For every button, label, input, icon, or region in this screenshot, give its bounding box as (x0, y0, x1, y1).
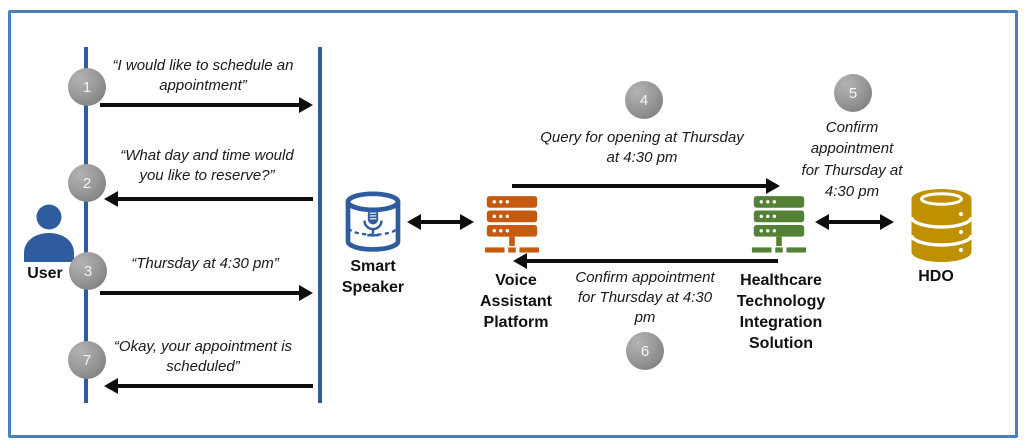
message-2-arrow (104, 191, 313, 207)
user-label: User (27, 265, 63, 282)
step-circle-7: 7 (68, 341, 106, 379)
message-3-text: “Thursday at 4:30 pm” (131, 255, 279, 272)
message-3-arrow (100, 285, 313, 301)
voice-assistant-label: Voice Assistant Platform (479, 272, 553, 332)
healthcare-server-icon (751, 196, 807, 259)
step-circle-4: 4 (625, 81, 663, 119)
speaker-platform-link-arrow (407, 214, 474, 230)
diagram-border (8, 10, 1018, 438)
message-4-arrow (512, 178, 780, 194)
healthcare-hdo-link-arrow (815, 214, 894, 230)
smart-speaker-lifeline (318, 47, 322, 403)
message-7-text: “Okay, your appointment is scheduled” (113, 338, 293, 375)
step-circle-2: 2 (68, 164, 106, 202)
hdo-database-icon (908, 188, 975, 268)
message-1-text: “I would like to schedule an appointment… (112, 57, 294, 94)
user-lifeline (84, 47, 88, 403)
step-circle-3: 3 (69, 252, 107, 290)
message-7-arrow (104, 378, 313, 394)
message-5-text: Confirm appointment for Thursday at 4:30… (801, 119, 903, 200)
person-icon (23, 204, 75, 267)
smart-speaker-label: Smart Speaker (341, 258, 405, 297)
message-4-text: Query for opening at Thursday at 4:30 pm (540, 129, 744, 166)
step-circle-1: 1 (68, 68, 106, 106)
message-6-arrow (513, 253, 778, 269)
message-2-text: “What day and time would you like to res… (120, 147, 294, 184)
hdo-label: HDO (918, 268, 954, 285)
step-circle-6: 6 (626, 332, 664, 370)
smart-speaker-icon (340, 191, 406, 261)
healthcare-label: Healthcare Technology Integration Soluti… (736, 272, 826, 353)
message-1-arrow (100, 97, 313, 113)
voice-assistant-server-icon (484, 196, 540, 259)
message-6-text: Confirm appointment for Thursday at 4:30… (575, 269, 715, 326)
step-circle-5: 5 (834, 74, 872, 112)
